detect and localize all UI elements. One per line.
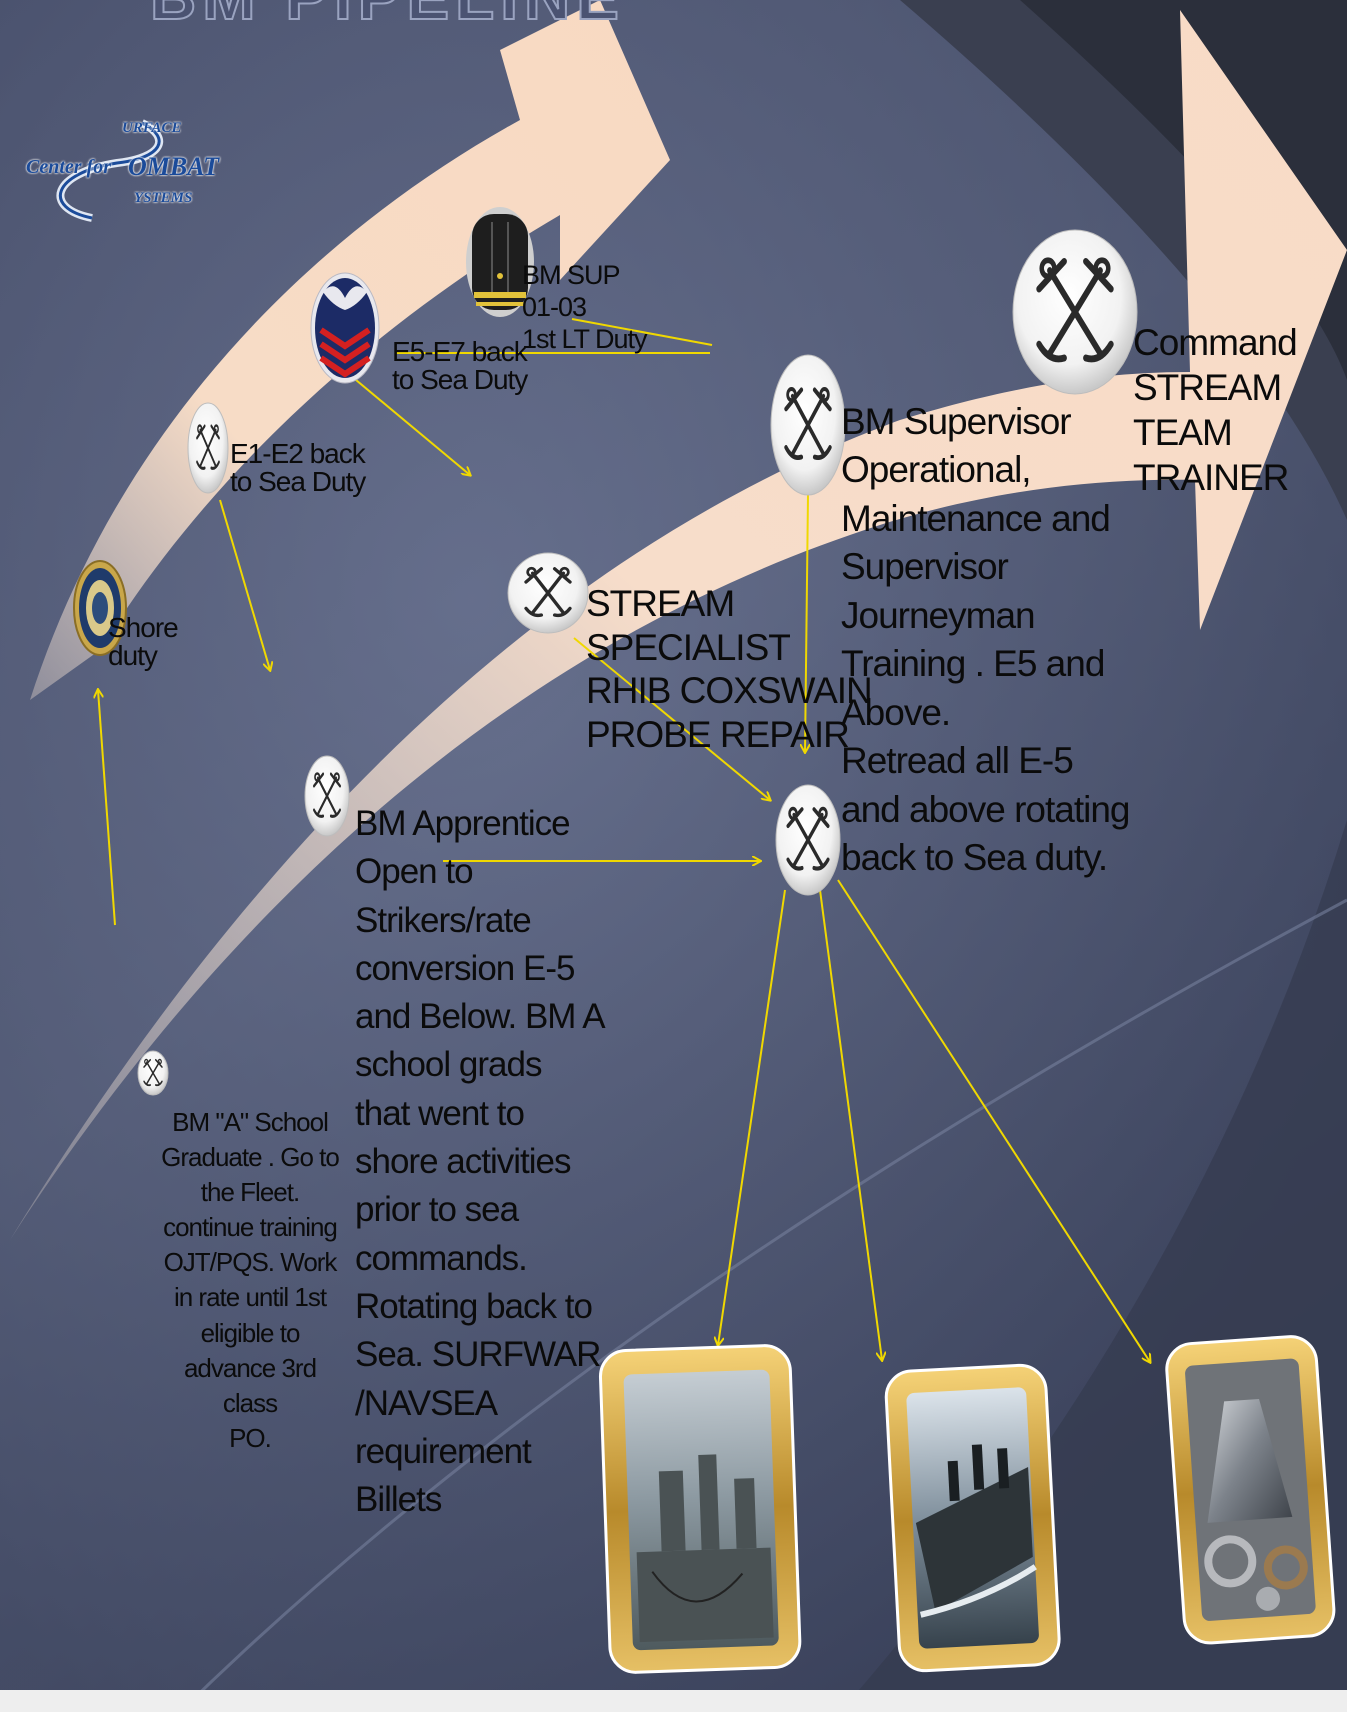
logo-line-3: YSTEMS bbox=[134, 190, 193, 206]
anchor-icon-command bbox=[1012, 229, 1138, 395]
anchor-icon-e1-e2 bbox=[187, 402, 229, 494]
logo-line-1: URFACE bbox=[122, 120, 182, 136]
a-school-graduate-label: BM "A" School Graduate . Go to the Fleet… bbox=[161, 1107, 340, 1453]
logo-line-2-main: OMBAT bbox=[128, 152, 220, 181]
center-for-surface-combat-systems-logo: URFACE Center for OMBAT YSTEMS bbox=[22, 118, 219, 228]
anchor-icon-bm-apprentice bbox=[304, 755, 350, 837]
page-title: BM PIPELINE bbox=[149, 0, 625, 34]
logo-line-2-prefix: Center for bbox=[26, 156, 111, 178]
rhib-boat-photo bbox=[884, 1363, 1061, 1673]
e5-e7-label: E5-E7 back to Sea Duty bbox=[392, 336, 528, 395]
bm-supervisor-label: BM Supervisor Operational, Maintenance a… bbox=[841, 401, 1131, 879]
anchor-icon-a-school bbox=[137, 1050, 169, 1096]
rating-badge-icon bbox=[310, 272, 380, 384]
ships-photo bbox=[598, 1344, 802, 1674]
shoulder-board-icon bbox=[466, 207, 534, 317]
logo-swoosh-icon bbox=[56, 119, 164, 222]
lower-arrow bbox=[10, 10, 1347, 1240]
navy-seal-icon bbox=[73, 560, 127, 656]
bm-apprentice-label: BM Apprentice Open to Strikers/rate conv… bbox=[355, 804, 606, 1520]
e1-e2-label: E1-E2 back to Sea Duty bbox=[230, 438, 366, 497]
stream-specialist-label: STREAM SPECIALIST RHIB COXSWAIN PROBE RE… bbox=[586, 583, 873, 755]
anchor-icon-bm-supervisor bbox=[770, 354, 846, 496]
connector-lines bbox=[98, 318, 1150, 1362]
machine-parts-photo bbox=[1165, 1335, 1336, 1645]
anchor-icon-stream-specialist bbox=[507, 552, 589, 634]
bm-sup-label: BM SUP 01-03 1st LT Duty bbox=[522, 260, 648, 354]
shore-duty-label: Shore duty bbox=[108, 612, 179, 671]
anchor-icon-hub bbox=[775, 784, 841, 896]
command-stream-team-trainer-label: Command STREAM TEAM TRAINER bbox=[1133, 322, 1298, 499]
